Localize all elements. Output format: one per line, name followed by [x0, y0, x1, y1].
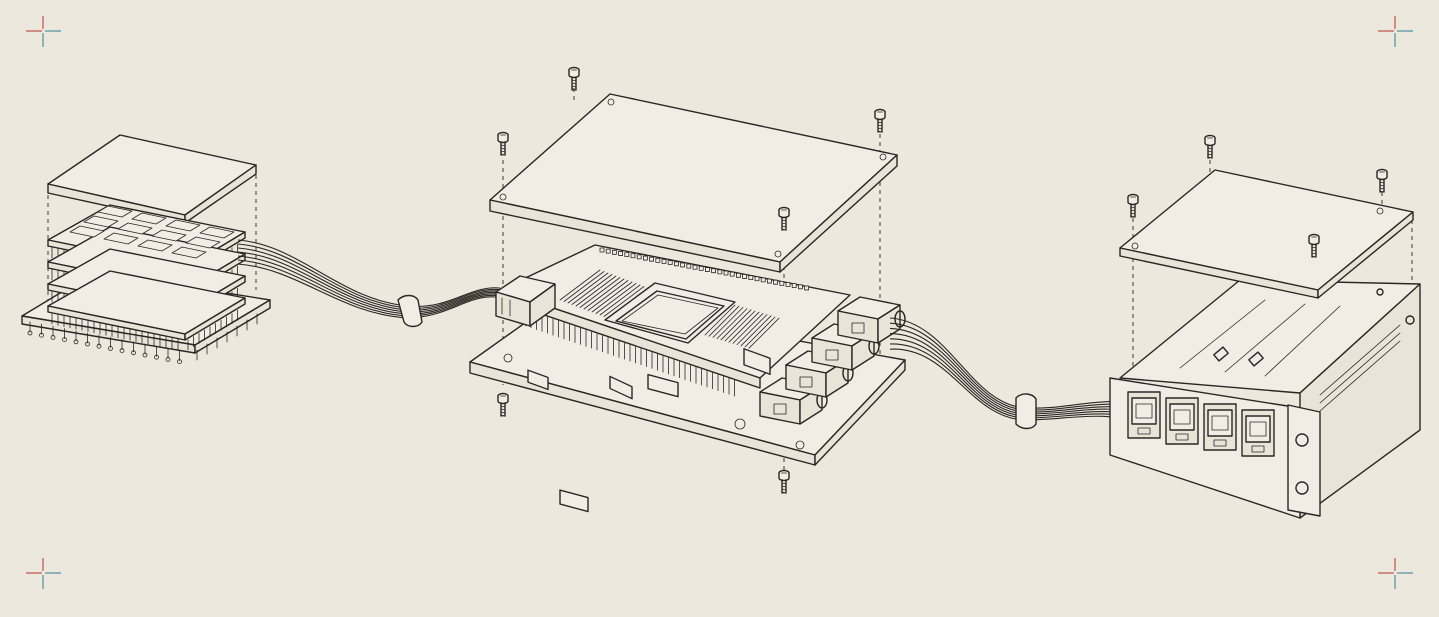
memory-chips: [69, 205, 235, 259]
main-cover-plate: [489, 93, 898, 273]
enclosure-front-panel: [1109, 377, 1321, 519]
memory-cover-plate: [47, 134, 257, 224]
memory-layers: [47, 204, 246, 351]
board-port-connector: [759, 377, 828, 425]
crop-mark-bottom-left: [26, 558, 61, 589]
cable-bundle-right: [889, 317, 1151, 430]
crop-mark-top-right: [1378, 16, 1413, 47]
screw: [497, 392, 509, 417]
board-left-connector: [495, 275, 556, 327]
io-port: [1203, 403, 1237, 451]
screw: [1127, 193, 1139, 218]
enclosure-cover-plate: [1119, 169, 1414, 299]
screw: [778, 206, 790, 231]
io-port: [1127, 391, 1161, 439]
crop-mark-top-left: [26, 16, 61, 47]
screw: [497, 131, 509, 156]
memory-stack: [21, 134, 271, 365]
crop-mark-bottom-right: [1378, 558, 1413, 589]
enclosure-screws: [1127, 134, 1388, 258]
crop-marks: [26, 16, 1413, 589]
io-port: [1241, 409, 1275, 457]
screw: [874, 108, 886, 133]
board-port-connector: [837, 296, 906, 344]
board-port-connectors: [759, 296, 906, 425]
screw: [1308, 233, 1320, 258]
memory-layer: [47, 270, 246, 351]
screw: [568, 66, 580, 91]
pcb-small-components: [527, 348, 771, 513]
screw: [1204, 134, 1216, 159]
main-board: [469, 66, 906, 513]
cable-bundle-left: [237, 239, 501, 328]
cpu-package: [604, 282, 736, 344]
cable-clip-right: [1015, 393, 1037, 430]
io-port: [1165, 397, 1199, 445]
main-screws: [497, 66, 886, 494]
cable-clip-left: [397, 294, 423, 328]
io-enclosure: [1109, 134, 1421, 519]
screw: [1376, 168, 1388, 193]
screw: [778, 469, 790, 494]
enclosure-chassis: [1119, 279, 1421, 519]
